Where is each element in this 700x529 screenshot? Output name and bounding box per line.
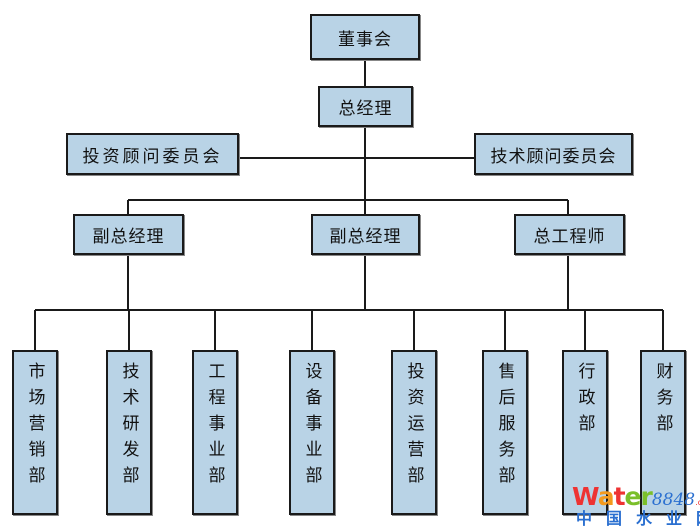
department-label: 行政部 [574, 362, 595, 440]
chief-engineer-box: 总工程师 [514, 214, 625, 255]
deputy-gm-box: 副总经理 [311, 214, 420, 255]
department-label: 市场营销部 [24, 362, 45, 492]
department-box: 市场营销部 [12, 350, 58, 515]
department-label: 投资运营部 [403, 362, 424, 492]
technology-advisory-box: 技术顾问委员会 [474, 133, 633, 175]
board-box: 董事会 [310, 14, 420, 60]
chief-engineer-label: 总工程师 [533, 227, 606, 247]
department-box: 技术研发部 [106, 350, 152, 515]
deputy-gm-box: 副总经理 [73, 214, 184, 255]
department-label: 售后服务部 [494, 362, 515, 492]
investment-advisory-label: 投资顾问委员会 [82, 146, 223, 167]
investment-advisory-box: 投资顾问委员会 [66, 133, 239, 175]
department-label: 财务部 [652, 362, 673, 440]
department-box: 行政部 [562, 350, 608, 515]
department-box: 投资运营部 [391, 350, 437, 515]
gm-label: 总经理 [338, 99, 393, 119]
department-label: 设备事业部 [301, 362, 322, 492]
general-manager-box: 总经理 [318, 86, 413, 127]
department-label: 技术研发部 [118, 362, 139, 492]
department-box: 售后服务部 [482, 350, 528, 515]
department-box: 设备事业部 [289, 350, 335, 515]
board-label: 董事会 [338, 29, 392, 50]
department-label: 工程事业部 [204, 362, 225, 492]
deputy-label: 副总经理 [92, 227, 165, 247]
technology-advisory-label: 技术顾问委员会 [490, 146, 617, 167]
department-box: 财务部 [640, 350, 686, 515]
watermark-logo: Water8848.com 中国水业网 [572, 482, 700, 528]
department-box: 工程事业部 [192, 350, 238, 515]
deputy-label: 副总经理 [329, 227, 402, 247]
